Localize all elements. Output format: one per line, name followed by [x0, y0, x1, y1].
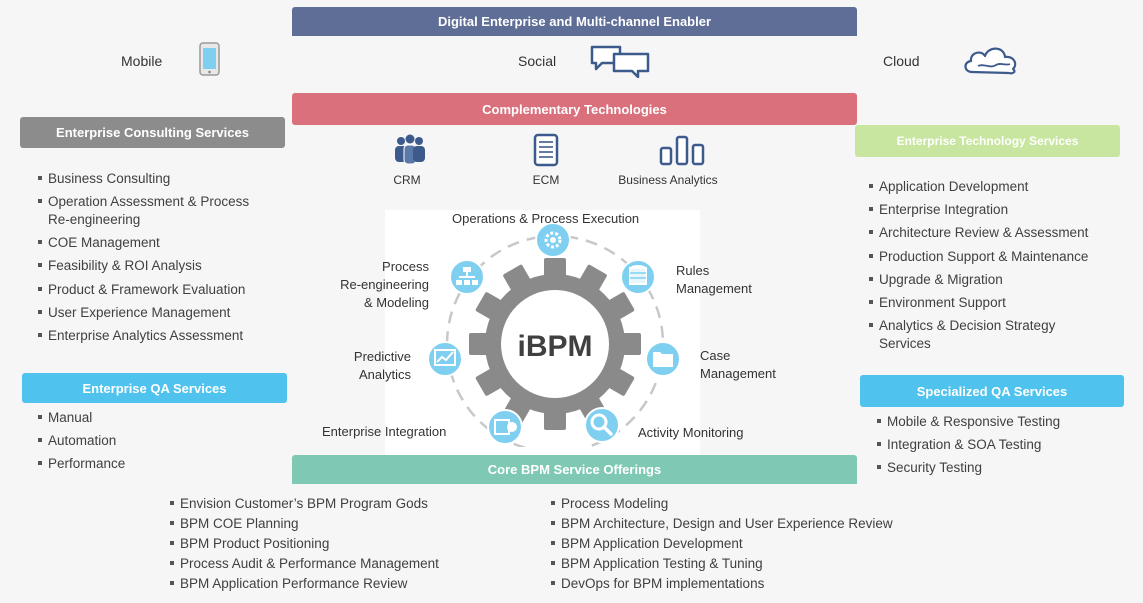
list-item: Architecture Review & Assessment — [869, 221, 1129, 244]
activity-monitoring-node — [584, 407, 620, 443]
list-item: BPM Architecture, Design and User Experi… — [551, 514, 931, 534]
operations-node — [535, 222, 571, 258]
process-label: Process Re-engineering & Modeling — [333, 258, 429, 312]
predictive-label-line: Predictive — [353, 349, 411, 364]
list-item: User Experience Management — [38, 301, 288, 324]
list-item: Enterprise Analytics Assessment — [38, 324, 288, 347]
rules-label-line: Rules — [676, 263, 710, 278]
list-item-line: Services — [879, 336, 931, 352]
list-item: Manual — [38, 406, 288, 429]
list-item: Business Consulting — [38, 167, 288, 190]
process-label-line: & Modeling — [363, 295, 429, 310]
list-item: BPM Application Performance Review — [170, 574, 540, 594]
process-modeling-node — [449, 259, 485, 295]
list-item: Analytics & Decision Strategy Services — [869, 314, 1129, 353]
list-item: Enterprise Integration — [869, 198, 1129, 221]
case-label: Case Management — [700, 347, 776, 383]
ibpm-center-label: iBPM — [518, 330, 593, 363]
gear-icon — [469, 258, 641, 430]
list-item: Mobile & Responsive Testing — [877, 410, 1127, 433]
crm-label: CRM — [393, 173, 421, 187]
bar-chart-icon — [659, 135, 705, 166]
enterprise-consulting-services-banner: Enterprise Consulting Services — [20, 117, 285, 148]
qa-services-list: Manual Automation Performance — [38, 406, 288, 476]
predictive-analytics-node — [427, 341, 463, 377]
list-item: Integration & SOA Testing — [877, 433, 1127, 456]
ecm-label: ECM — [532, 173, 560, 187]
specialized-qa-list: Mobile & Responsive Testing Integration … — [877, 410, 1127, 480]
list-item: Upgrade & Migration — [869, 268, 1129, 291]
predictive-label: Predictive Analytics — [340, 348, 411, 384]
list-item-line: Re-engineering — [48, 212, 141, 228]
predictive-label-line: Analytics — [358, 367, 411, 382]
technology-services-list: Application Development Enterprise Integ… — [869, 175, 1129, 353]
list-item: Process Audit & Performance Management — [170, 554, 540, 574]
list-item: Production Support & Maintenance — [869, 245, 1129, 268]
top-banner: Digital Enterprise and Multi-channel Ena… — [292, 7, 857, 36]
case-label-line: Case — [700, 348, 731, 363]
list-item: BPM Product Positioning — [170, 534, 540, 554]
ibpm-gear-diagram: iBPM — [427, 222, 681, 447]
rules-label: Rules Management — [676, 262, 752, 298]
enterprise-integration-node — [487, 409, 523, 445]
list-item: Performance — [38, 452, 288, 475]
case-management-node — [645, 341, 681, 377]
activity-monitoring-label: Activity Monitoring — [638, 425, 744, 440]
specialized-qa-services-banner: Specialized QA Services — [860, 375, 1124, 407]
complementary-technologies-banner: Complementary Technologies — [292, 93, 857, 125]
enterprise-integration-label: Enterprise Integration — [322, 424, 447, 439]
case-label-line: Management — [700, 366, 776, 381]
list-item: Operation Assessment & Process Re-engine… — [38, 190, 288, 231]
crm-people-icon — [395, 134, 425, 165]
mobile-label: Mobile — [121, 53, 163, 69]
consulting-services-list: Business Consulting Operation Assessment… — [38, 167, 288, 347]
business-analytics-label: Business Analytics — [618, 173, 718, 187]
enterprise-qa-services-banner: Enterprise QA Services — [22, 373, 287, 403]
operations-label: Operations & Process Execution — [452, 211, 640, 226]
list-item: Security Testing — [877, 456, 1127, 479]
cloud-icon — [964, 47, 1017, 75]
process-label-line: Re-engineering — [340, 277, 429, 292]
core-bpm-services-banner: Core BPM Service Offerings — [292, 455, 857, 484]
list-item: COE Management — [38, 231, 288, 254]
list-item: Envision Customer’s BPM Program Gods — [170, 494, 540, 514]
social-label: Social — [518, 53, 557, 69]
list-item: Automation — [38, 429, 288, 452]
process-label-line: Process — [382, 259, 429, 274]
list-item: BPM Application Development — [551, 534, 931, 554]
rules-label-line: Management — [676, 281, 752, 296]
list-item: Application Development — [869, 175, 1129, 198]
rules-management-node — [620, 259, 656, 295]
list-item: Process Modeling — [551, 494, 931, 514]
core-services-left-list: Envision Customer’s BPM Program Gods BPM… — [170, 494, 540, 594]
core-services-right-list: Process Modeling BPM Architecture, Desig… — [551, 494, 931, 594]
list-item: Product & Framework Evaluation — [38, 278, 288, 301]
list-item: DevOps for BPM implementations — [551, 574, 931, 594]
mobile-phone-icon — [199, 42, 220, 76]
chat-bubbles-icon — [590, 45, 650, 78]
ecm-document-icon — [533, 133, 559, 167]
list-item: Feasibility & ROI Analysis — [38, 254, 288, 277]
list-item: Environment Support — [869, 291, 1129, 314]
cloud-label: Cloud — [883, 53, 920, 69]
list-item: BPM COE Planning — [170, 514, 540, 534]
list-item-line: Analytics & Decision Strategy — [879, 318, 1056, 334]
list-item-line: Operation Assessment & Process — [48, 194, 250, 210]
list-item: BPM Application Testing & Tuning — [551, 554, 931, 574]
enterprise-technology-services-banner: Enterprise Technology Services — [855, 125, 1120, 157]
